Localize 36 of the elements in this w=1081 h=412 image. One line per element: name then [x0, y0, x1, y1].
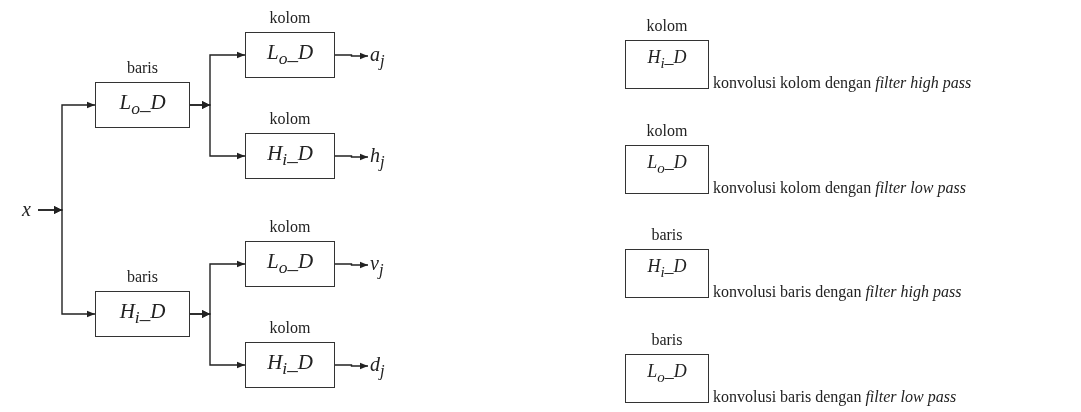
box-heading: kolom: [645, 16, 689, 36]
box-heading: kolom: [268, 318, 312, 338]
arrow: [334, 52, 369, 60]
box-heading: baris: [125, 267, 160, 287]
filter-label: H$_{i}$_D: [267, 350, 313, 380]
filter-label: L$_{o}$_D: [119, 90, 166, 120]
signal-label: a$_{j}$: [370, 43, 385, 71]
filter-label: H$_{i}$_D: [119, 299, 166, 329]
signal-label: d$_{j}$: [370, 353, 385, 381]
filter-label: H$_{i}$_D: [647, 47, 687, 72]
filter-label: L$_{o}$_D: [266, 40, 314, 70]
signal-label: x: [22, 198, 31, 221]
filter-label: H$_{i}$_D: [647, 256, 687, 281]
arrow: [189, 101, 246, 160]
box-heading: kolom: [268, 109, 312, 129]
signal-label: v$_{j}$: [370, 252, 384, 280]
filter-label: L$_{o}$_D: [647, 361, 687, 386]
signal-label: h$_{j}$: [370, 144, 385, 172]
description-text: konvolusi kolom dengan filter low pass: [713, 178, 966, 198]
arrow: [189, 310, 246, 369]
box-heading: kolom: [268, 8, 312, 28]
box-heading: kolom: [268, 217, 312, 237]
arrow: [37, 206, 96, 318]
description-text: konvolusi kolom dengan filter high pass: [713, 73, 972, 93]
arrow: [334, 362, 369, 370]
filter-label: L$_{o}$_D: [647, 152, 687, 177]
arrow: [334, 153, 369, 161]
box-heading: baris: [650, 225, 684, 245]
filter-label: L$_{o}$_D: [266, 249, 314, 279]
box-heading: baris: [125, 58, 160, 78]
box-heading: baris: [650, 330, 684, 350]
description-text: konvolusi baris dengan filter high pass: [713, 282, 962, 302]
description-text: konvolusi baris dengan filter low pass: [713, 387, 957, 407]
box-heading: kolom: [645, 121, 689, 141]
filter-label: H$_{i}$_D: [267, 141, 313, 171]
arrow: [334, 261, 369, 269]
